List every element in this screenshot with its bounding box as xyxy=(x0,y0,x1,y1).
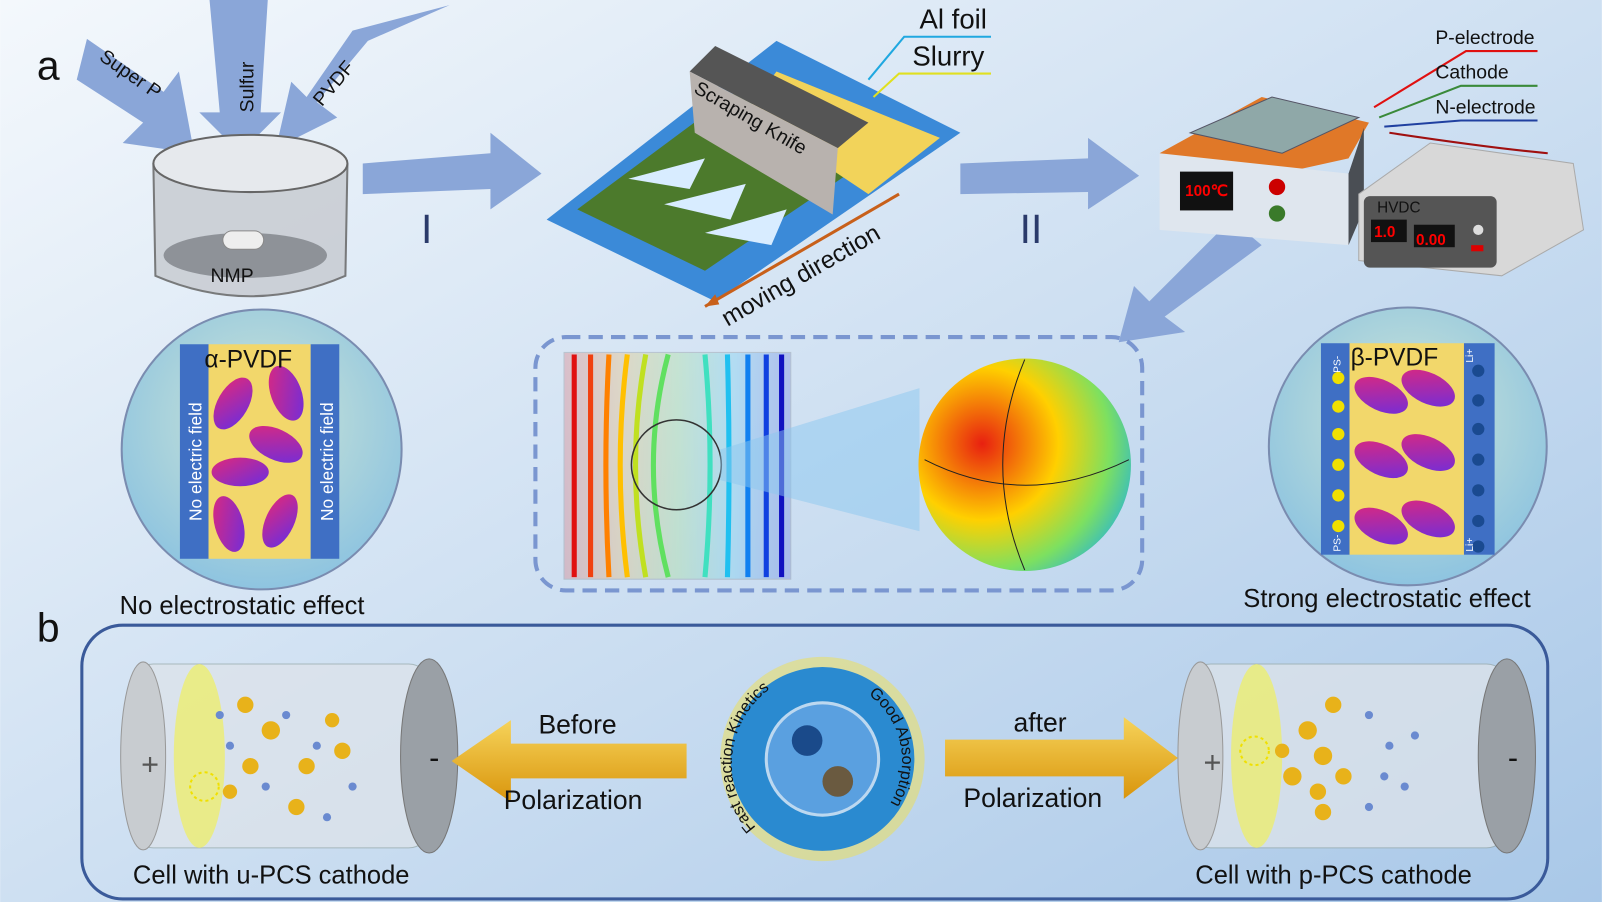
alpha-caption: No electrostatic effect xyxy=(120,592,365,620)
ps-bottom-label: PS- xyxy=(1332,535,1343,552)
center-mechanism xyxy=(720,656,925,862)
right-minus-terminal: - xyxy=(1508,741,1518,775)
before-label: Before xyxy=(538,709,616,739)
current-display: 0.00 xyxy=(1416,232,1446,249)
hvdc-label: HVDC xyxy=(1377,199,1420,216)
before-arrow xyxy=(451,720,687,802)
down-arrow xyxy=(1118,219,1262,343)
cell-left xyxy=(120,658,459,854)
right-plus-terminal: + xyxy=(1203,745,1221,779)
panel-label-b: b xyxy=(37,605,60,651)
li-top-label: Li+ xyxy=(1465,349,1476,363)
nmp-label: NMP xyxy=(211,265,254,287)
hot-plate xyxy=(1159,50,1548,246)
beta-pvdf-bubble xyxy=(1267,306,1548,587)
left-plus-terminal: + xyxy=(141,747,159,781)
alpha-pvdf-bubble xyxy=(120,308,403,591)
step-ii-arrow xyxy=(960,137,1140,210)
ingredient-arrows xyxy=(76,0,450,154)
step-ii-label: II xyxy=(1020,206,1043,252)
p-electrode-label: P-electrode xyxy=(1435,27,1534,49)
panel-label-a: a xyxy=(37,43,60,89)
voltage-display: 1.0 xyxy=(1374,224,1395,241)
left-cell-caption: Cell with u-PCS cathode xyxy=(133,862,410,890)
beta-caption: Strong electrostatic effect xyxy=(1243,585,1530,613)
field-simulation xyxy=(533,335,1145,593)
al-foil-label: Al foil xyxy=(919,4,986,35)
beta-pvdf-title: β-PVDF xyxy=(1351,345,1439,372)
beaker xyxy=(152,133,349,298)
doctor-blade-coating xyxy=(546,35,992,308)
sulfur-label: Sulfur xyxy=(236,61,258,112)
after-label: after xyxy=(1013,707,1066,737)
right-cell-caption: Cell with p-PCS cathode xyxy=(1195,862,1472,890)
no-field-left-label: No electric field xyxy=(185,402,205,521)
before-polarization-label: Polarization xyxy=(504,785,643,815)
step-i-arrow xyxy=(362,132,542,210)
n-electrode-label: N-electrode xyxy=(1435,96,1535,118)
alpha-pvdf-title: α-PVDF xyxy=(204,347,292,374)
no-field-right-label: No electric field xyxy=(317,402,337,521)
hvdc-supply xyxy=(1358,142,1585,277)
cathode-label: Cathode xyxy=(1435,62,1508,84)
left-minus-terminal: - xyxy=(429,741,439,775)
step-i-label: I xyxy=(421,206,432,252)
panel-b-frame xyxy=(80,623,1550,901)
ps-top-label: PS- xyxy=(1332,356,1343,373)
after-arrow xyxy=(945,717,1178,799)
slurry-label: Slurry xyxy=(912,40,984,71)
cell-right xyxy=(1177,658,1536,854)
after-polarization-label: Polarization xyxy=(963,783,1102,813)
temperature-display: 100℃ xyxy=(1185,183,1228,200)
li-bottom-label: Li+ xyxy=(1465,538,1476,552)
